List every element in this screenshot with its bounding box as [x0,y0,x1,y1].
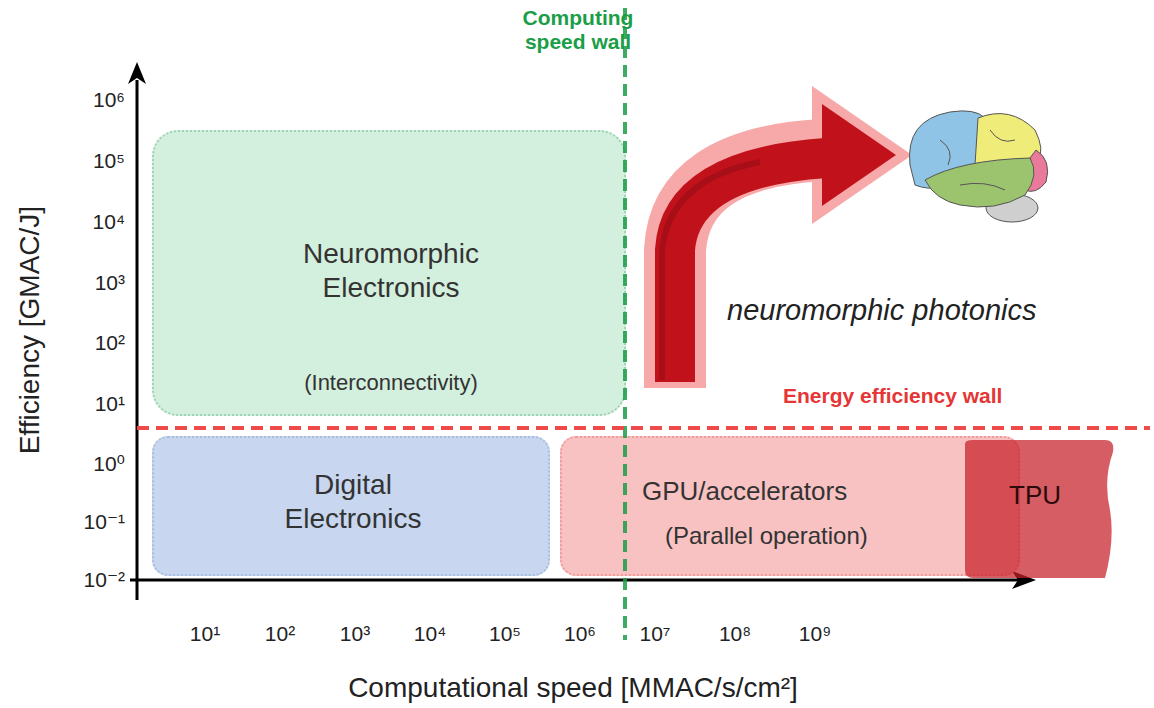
tick-label: 10⁷ [640,622,671,646]
tick-label: 10⁰ [93,452,125,476]
tick-label: 10⁻¹ [84,510,125,534]
tick-label: 10⁴ [414,622,446,646]
tick-label: 10¹ [190,622,220,646]
region-label: (Interconnectivity) [241,370,541,396]
x-axis [130,579,1018,582]
tick-label: 10² [95,331,125,355]
tick-label: 10⁶ [93,88,125,112]
wall-label: Computing speed wall [512,6,644,54]
tick-label: 10⁵ [489,622,521,646]
axis-title: Computational speed [MMAC/s/cm²] [348,672,798,704]
tpu-outline [965,440,1113,578]
region-label: GPU/accelerators [642,476,942,507]
wall-label: Energy efficiency wall [780,384,1005,408]
brain-illustration [910,111,1048,222]
region-box: GPU/accelerators (Parallel operation) [560,436,1020,576]
tick-label: 10¹ [95,392,125,416]
region-label: Neuromorphic Electronics [256,237,526,304]
tick-label: 10⁵ [93,149,125,173]
axis-title: Efficiency [GMAC/J] [14,206,46,454]
y-axis-head [128,62,146,84]
y-axis [136,80,139,600]
trend-arrow [662,86,912,388]
tick-label: 10⁸ [719,622,751,646]
tick-label: 10³ [340,622,370,646]
region-label: (Parallel operation) [665,522,965,551]
annotation: neuromorphic photonics [727,294,1037,327]
speed-wall-line [623,8,627,640]
tpu-region: TPU [965,440,1115,578]
tick-label: 10³ [95,271,125,295]
tick-label: 10⁴ [93,210,125,234]
tick-label: 10² [265,622,295,646]
tick-label: 10⁶ [564,622,596,646]
region-box: Digital Electronics [152,436,550,576]
tick-label: 10⁹ [799,622,831,646]
tick-label: 10⁻² [84,568,125,592]
region-label: TPU [965,480,1105,511]
efficiency-wall-line [137,426,1150,430]
region-label: Digital Electronics [248,468,458,535]
region-box: Neuromorphic Electronics (Interconnectivi… [152,130,626,416]
